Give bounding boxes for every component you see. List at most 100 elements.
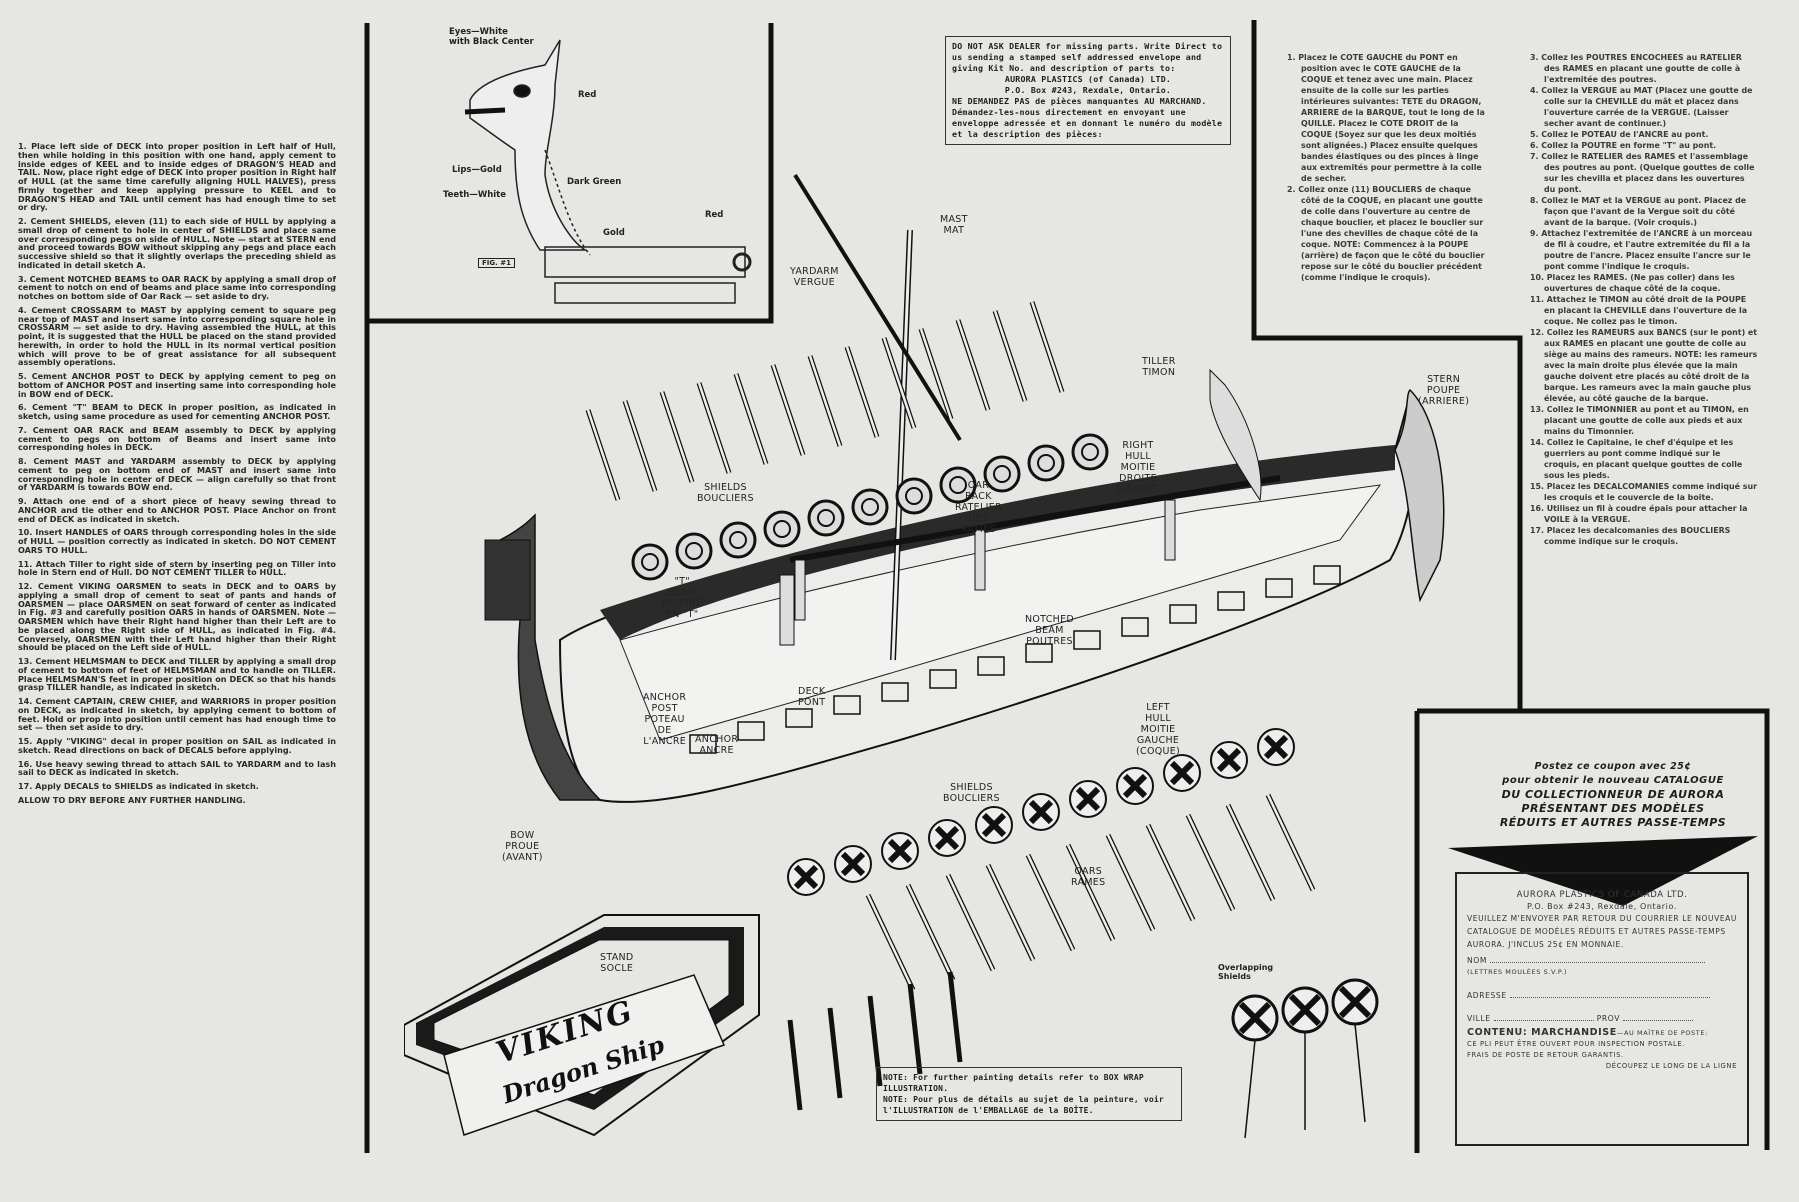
shield-decal (1169, 760, 1195, 786)
shield-decal (1075, 786, 1101, 812)
shield-decal (1216, 747, 1242, 773)
notched-beam (974, 529, 986, 591)
coupon-headline: Postez ce coupon avec 25¢ pour obtenir l… (1499, 761, 1727, 829)
instruction-step: 5. Collez le POTEAU de l'ANCRE au pont. (1530, 130, 1709, 139)
instruction-step: 14. Collez le Capitaine, le chef d'équip… (1530, 438, 1743, 480)
notched-beam (1164, 499, 1176, 561)
instruction-step: 14. Cement CAPTAIN, CREW CHIEF, and WARR… (18, 696, 336, 733)
oar-inner (1186, 814, 1235, 911)
painting-note-fr: NOTE: Pour plus de détails au sujet de l… (883, 1095, 1164, 1115)
instruction-step: 2. Cement SHIELDS, eleven (11) to each s… (18, 216, 336, 270)
oar-port (1313, 565, 1341, 585)
instruction-step: 4. Cement CROSSARM to MAST by applying c… (18, 304, 336, 368)
shield-decal (793, 864, 819, 890)
panel-frame (364, 20, 1770, 1153)
coupon-frais: FRAIS DE POSTE DE RETOUR GARANTIS. (1467, 1051, 1624, 1059)
oar-inner (808, 355, 842, 447)
dealer-note-box: DO NOT ASK DEALER for missing parts. Wri… (945, 36, 1231, 145)
coupon-form[interactable]: AURORA PLASTICS OF CANADA LTD. P.O. Box … (1455, 872, 1749, 1146)
oar-inner (623, 400, 657, 492)
coupon-nom-field[interactable]: NOM (LETTRES MOULÉES S.V.P.) (1457, 955, 1747, 978)
oar-port (977, 656, 1005, 676)
shield-boss (773, 520, 791, 538)
oar-inner (734, 373, 768, 465)
shield-decal (1338, 985, 1372, 1019)
shield-boss (685, 542, 703, 560)
oar-inner (845, 346, 879, 438)
coupon-inspection: CE PLI PEUT ÊTRE OUVERT POUR INSPECTION … (1467, 1040, 1686, 1048)
stand-box: VIKING Dragon Ship (403, 905, 824, 1145)
fig1-red2-label: Red (705, 210, 724, 220)
coupon-cut-line: DÉCOUPEZ LE LONG DE LA LIGNE (1605, 1062, 1737, 1070)
oar-port (737, 721, 765, 741)
oar-inner (1226, 804, 1275, 901)
instruction-step: 1. Placez le COTE GAUCHE du PONT en posi… (1287, 53, 1485, 183)
oar-port (929, 669, 957, 689)
instruction-step: 8. Cement MAST and YARDARM assembly to D… (18, 456, 336, 493)
dragon-head-figure (464, 39, 752, 304)
shield-decal (1238, 1001, 1272, 1035)
shield-decal (840, 851, 866, 877)
shield-boss (905, 487, 923, 505)
shield-boss (817, 509, 835, 527)
shield (675, 532, 713, 570)
shield-decal (934, 825, 960, 851)
oar (867, 995, 883, 1087)
instruction-step: 3. Collez les POUTRES ENCOCHEES au RATEL… (1530, 53, 1742, 84)
instruction-step: 11. Attach Tiller to right side of stern… (18, 558, 336, 578)
oar-port (1217, 591, 1245, 611)
shield-boss (729, 531, 747, 549)
oar (787, 1019, 803, 1111)
instruction-step: 11. Attachez le TIMON au côté droit de l… (1530, 295, 1748, 326)
instruction-step: 16. Utilisez un fil à coudre épais pour … (1530, 504, 1748, 524)
instruction-step: 17. Apply DECALS to SHIELDS as indicated… (18, 781, 259, 791)
oar-inner (906, 884, 955, 981)
shield (631, 543, 669, 581)
shield-decal (1288, 993, 1322, 1027)
instruction-step: 10. Insert HANDLES of OARS through corre… (18, 527, 336, 555)
dealer-note-fr: NE DEMANDEZ PAS de pièces manquantes AU … (952, 96, 1223, 139)
coupon-adresse-field[interactable]: ADRESSE (1457, 990, 1747, 1001)
shield-decal (887, 838, 913, 864)
oar-inner (586, 409, 620, 501)
oar-port (833, 695, 861, 715)
instruction-step: 7. Collez le RATELIER des RAMES et l'ass… (1530, 152, 1755, 194)
stern-post (1394, 388, 1445, 603)
instruction-step: 1. Place left side of DECK into proper p… (18, 141, 336, 213)
fig1-caption: FIG. #1 (478, 258, 515, 268)
coupon-ville-prov-field[interactable]: VILLE PROV (1457, 1013, 1747, 1024)
shield (895, 477, 933, 515)
coupon-maitre: —AU MAÎTRE DE POSTE: (1616, 1029, 1708, 1037)
instruction-step: 13. Collez le TIMONNIER au pont et au TI… (1530, 405, 1749, 436)
dealer-address: P.O. Box #243, Rexdale, Ontario. (1004, 85, 1172, 95)
dragon-head-crest (484, 539, 531, 621)
painting-note-box: NOTE: For further painting details refer… (876, 1067, 1182, 1121)
notched-beam (794, 559, 806, 621)
oar-port (1025, 643, 1053, 663)
instruction-step: ALLOW TO DRY BEFORE ANY FURTHER HANDLING… (18, 794, 246, 805)
fig1-gold-label: Gold (603, 228, 625, 238)
instruction-step: 17. Placez les decalcomanies des BOUCLIE… (1530, 526, 1731, 546)
oar-port (1169, 604, 1197, 624)
french-instructions-col2: 3. Collez les POUTRES ENCOCHEES au RATEL… (1526, 52, 1758, 547)
oar-inner (771, 364, 805, 456)
shield (851, 488, 889, 526)
shield-decal (981, 812, 1007, 838)
instruction-step: 15. Placez les DECALCOMANIES comme indiq… (1530, 482, 1757, 502)
instruction-step: 7. Cement OAR RACK and BEAM assembly to … (18, 424, 336, 453)
shield-boss (1037, 454, 1055, 472)
oar-inner (697, 382, 731, 474)
oar-port (1265, 578, 1293, 598)
oar-inner (1266, 794, 1315, 891)
shield-peg (1244, 1039, 1256, 1139)
coupon-company: AURORA PLASTICS OF CANADA LTD. (1516, 890, 1688, 900)
